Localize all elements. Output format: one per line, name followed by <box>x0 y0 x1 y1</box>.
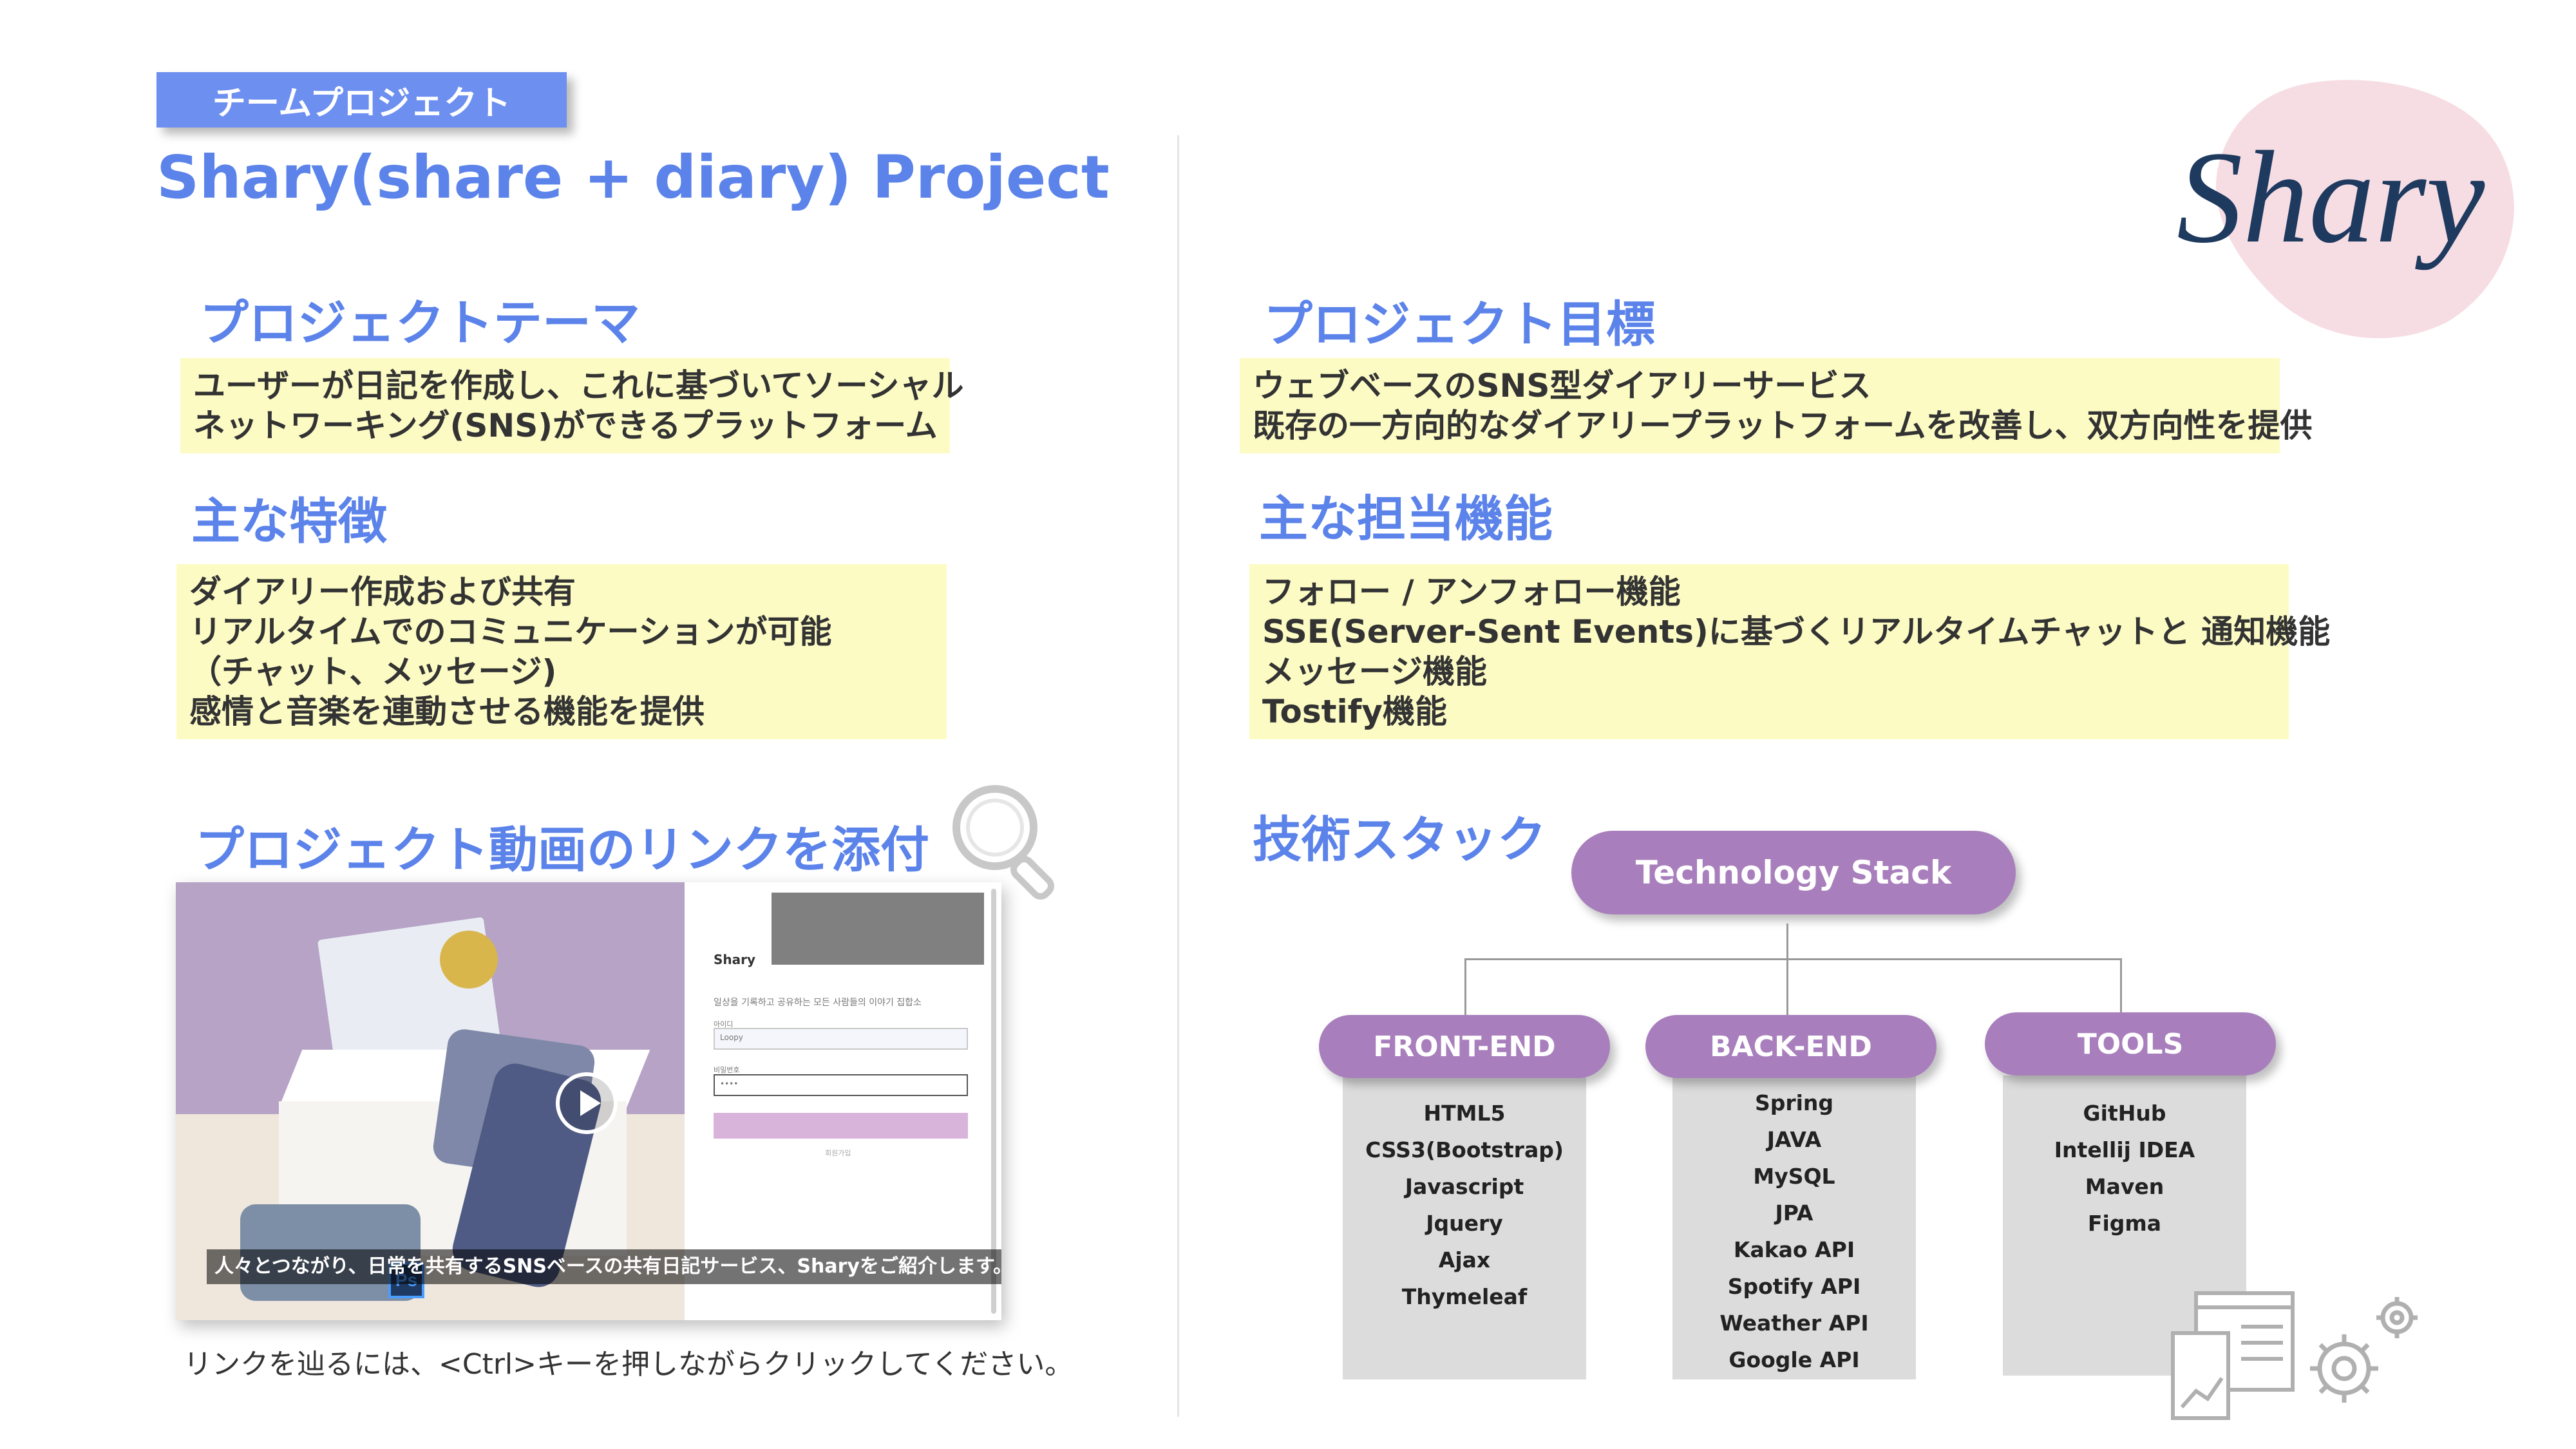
app-screenshot: Shary 일상을 기록하고 공유하는 모든 사람들의 이야기 집합소 아이디 … <box>685 882 1001 1320</box>
tree-connector <box>2120 958 2122 1015</box>
tools-item: Maven <box>2085 1174 2164 1199</box>
video-thumbnail-link[interactable]: Ps Shary 일상을 기록하고 공유하는 모든 사람들의 이야기 집합소 아… <box>176 882 1001 1320</box>
tree-connector <box>1786 923 1788 960</box>
chart-window-gear-icon <box>2171 1291 2418 1420</box>
backend-column: Spring JAVA MySQL JPA Kakao API Spotify … <box>1672 1075 1916 1379</box>
goal-box: ウェブベースのSNS型ダイアリーサービス 既存の一方向的なダイアリープラットフォ… <box>1240 358 2313 453</box>
feature-line: 感情と音楽を連動させる機能を提供 <box>189 693 705 730</box>
goal-line: 既存の一方向的なダイアリープラットフォームを改善し、双方向性を提供 <box>1253 407 2313 444</box>
frontend-item: Ajax <box>1438 1247 1491 1273</box>
feature-line: ダイアリー作成および共有 <box>189 573 576 611</box>
backend-item: Spotify API <box>1727 1274 1861 1299</box>
tree-connector <box>1786 958 1788 1015</box>
column-divider <box>1177 135 1179 1417</box>
backend-item: Weather API <box>1719 1311 1869 1336</box>
shary-logo: Shary <box>2177 80 2514 339</box>
tools-column: GitHub Intellij IDEA Maven Figma <box>2003 1075 2246 1376</box>
role-line: SSE(Server-Sent Events)に基づくリアルタイムチャットと 通… <box>1262 613 2331 650</box>
frontend-item: HTML5 <box>1423 1101 1506 1126</box>
backend-item: MySQL <box>1753 1164 1835 1189</box>
tech-stack-root: Technology Stack <box>1571 831 2016 914</box>
theme-title: プロジェクトテーマ <box>200 294 640 352</box>
logo-text: Shary <box>2177 124 2485 270</box>
play-icon[interactable] <box>556 1072 618 1134</box>
product-photo: Ps <box>176 882 685 1320</box>
backend-item: Kakao API <box>1733 1237 1855 1262</box>
logo-blob <box>2216 80 2514 339</box>
role-line: フォロー / アンフォロー機能 <box>1262 573 1681 611</box>
goal-title: プロジェクト目標 <box>1264 296 1655 353</box>
video-caption: 人々とつながり、日常を共有するSNSベースの共有日記サービス、Sharyをご紹介… <box>207 1249 1001 1284</box>
redacted-block <box>772 893 984 965</box>
backend-item: Google API <box>1728 1347 1860 1372</box>
stack-title: 技術スタック <box>1253 811 1546 868</box>
frontend-item: Jquery <box>1426 1211 1503 1236</box>
backend-item: Spring <box>1754 1090 1834 1115</box>
gear-icon <box>2310 1297 2418 1403</box>
feature-line: リアルタイムでのコミュニケーションが可能 <box>189 613 832 650</box>
screen-pw-label: 비밀번호 <box>714 1066 740 1074</box>
backend-item: JAVA <box>1766 1127 1822 1152</box>
screen-subtitle: 일상을 기록하고 공유하는 모든 사람들의 이야기 집합소 <box>714 998 922 1008</box>
frontend-item: CSS3(Bootstrap) <box>1365 1137 1564 1162</box>
frontend-pill: FRONT-END <box>1319 1015 1610 1078</box>
backend-pill: BACK-END <box>1645 1015 1937 1078</box>
tree-connector <box>1464 958 2121 960</box>
tools-pill: TOOLS <box>1985 1012 2276 1075</box>
backend-item: JPA <box>1775 1200 1814 1226</box>
screen-pw-field: •••• <box>714 1074 968 1096</box>
screen-signup-link: 회원가입 <box>825 1149 851 1157</box>
frontend-item: Javascript <box>1405 1174 1524 1199</box>
features-title: 主な特徴 <box>191 493 387 550</box>
video-title: プロジェクト動画のリンクを添付 <box>195 821 929 878</box>
screen-scrollbar <box>991 889 996 1314</box>
chart-window-icon <box>2171 1291 2295 1420</box>
tools-item: GitHub <box>2083 1101 2166 1126</box>
frontend-item: Thymeleaf <box>1401 1284 1528 1309</box>
tree-connector <box>1464 958 1466 1015</box>
project-type-tag: チームプロジェクト <box>156 72 567 128</box>
theme-box: ユーザーが日記を作成し、これに基づいてソーシャル ネットワーキング(SNS)がで… <box>180 358 964 453</box>
roles-box: フォロー / アンフォロー機能 SSE(Server-Sent Events)に… <box>1249 564 2331 739</box>
role-line: メッセージ機能 <box>1262 653 1487 690</box>
page-title: Shary(share + diary) Project <box>156 143 1110 212</box>
roles-title: 主な担当機能 <box>1259 490 1553 547</box>
screen-id-field: Loopy <box>714 1028 968 1050</box>
theme-line: ネットワーキング(SNS)ができるプラットフォーム <box>193 407 938 444</box>
goal-line: ウェブベースのSNS型ダイアリーサービス <box>1253 367 1871 404</box>
role-line: Tostify機能 <box>1262 693 1447 730</box>
tools-item: Intellij IDEA <box>2054 1137 2195 1162</box>
magnifier-icon <box>952 785 1054 900</box>
frontend-column: HTML5 CSS3(Bootstrap) Javascript Jquery … <box>1343 1075 1586 1379</box>
features-box: ダイアリー作成および共有 リアルタイムでのコミュニケーションが可能 （チャット、… <box>176 564 947 739</box>
link-instruction: リンクを辿るには、<Ctrl>キーを押しながらクリックしてください。 <box>184 1348 1074 1381</box>
screen-heading: Shary <box>714 952 756 967</box>
screen-id-label: 아이디 <box>714 1020 734 1028</box>
theme-line: ユーザーが日記を作成し、これに基づいてソーシャル <box>193 367 964 404</box>
tools-item: Figma <box>2087 1211 2162 1236</box>
screen-login-button <box>714 1113 968 1139</box>
feature-line: （チャット、メッセージ) <box>189 653 557 690</box>
